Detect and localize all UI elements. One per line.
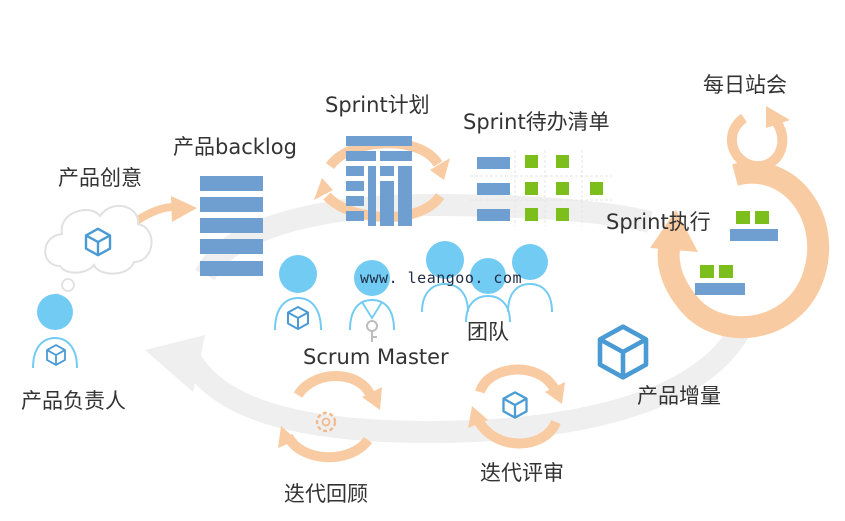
label-sprint-backlog: Sprint待办清单 xyxy=(463,110,610,134)
gear-icon xyxy=(315,411,337,433)
daily-standup-loop xyxy=(727,106,790,171)
label-sprint-review: 迭代评审 xyxy=(480,461,564,485)
label-daily-standup: 每日站会 xyxy=(703,73,787,97)
label-team: 团队 xyxy=(467,320,509,344)
product-owner-cube-icon xyxy=(46,344,66,366)
label-scrum-master: Scrum Master xyxy=(303,345,449,369)
label-product-idea: 产品创意 xyxy=(58,166,142,190)
sprint-execution-arc xyxy=(650,161,830,339)
product-increment-cube-icon xyxy=(600,327,646,378)
arrow-idea-to-backlog xyxy=(134,202,181,224)
label-product-backlog: 产品backlog xyxy=(173,135,297,159)
label-sprint-execution: Sprint执行 xyxy=(606,210,711,234)
label-sprint-planning: Sprint计划 xyxy=(325,93,430,117)
sprint-planning-board xyxy=(346,136,412,226)
team-person-icons xyxy=(421,241,553,323)
product-backlog-stack xyxy=(200,176,263,276)
arrow-idea-to-backlog-head xyxy=(171,196,197,222)
sprint-review-cube-icon xyxy=(502,391,528,419)
key-icon xyxy=(366,320,378,342)
product-owner-person-icon xyxy=(32,294,78,369)
scrum-master-person-icon xyxy=(349,260,395,331)
sprint-review-arrows xyxy=(468,364,565,449)
sprint-backlog-board xyxy=(470,150,612,226)
label-product-owner: 产品负责人 xyxy=(21,389,126,413)
retrospective-arrows xyxy=(278,371,382,463)
sprint-execution-blocks xyxy=(695,211,778,295)
developer-person-icon xyxy=(274,255,322,331)
website-watermark: www. leangoo. com xyxy=(360,269,523,287)
label-product-increment: 产品增量 xyxy=(637,384,721,408)
label-retrospective: 迭代回顾 xyxy=(284,482,368,506)
developer-cube-icon xyxy=(287,306,309,330)
